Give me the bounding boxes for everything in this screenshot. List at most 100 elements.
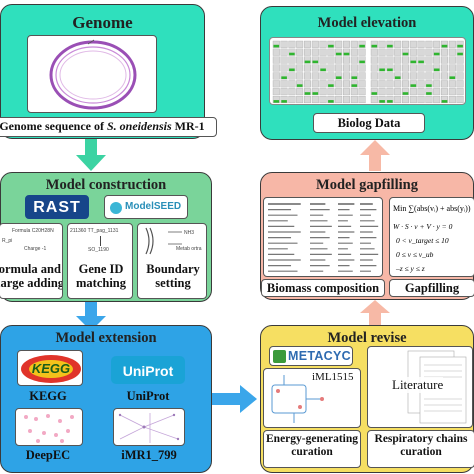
extension-panel: Model extension KEGG KEGG UniProt UniPro… [0,325,212,473]
biolog-well [343,80,350,88]
biolog-well [272,48,280,56]
biolog-well [402,56,409,64]
biolog-well [350,88,358,96]
biolog-well [280,64,288,72]
biolog-well [358,88,366,96]
biolog-growth-mark [359,44,365,48]
biolog-well [370,80,378,88]
biolog-growth-mark [457,44,463,48]
biolog-growth-mark [441,100,448,103]
biolog-growth-mark [371,44,378,48]
biolog-well [394,56,402,64]
biolog-well [327,64,335,72]
biolog-well [288,64,296,72]
biolog-well [319,64,327,72]
boundary-note-1: NH3 [184,230,195,236]
biolog-well [402,48,409,56]
biolog-well [296,40,304,48]
biolog-well [433,96,441,104]
deepec-label: DeepEC [25,448,71,462]
geneid-arrow [100,236,101,246]
biolog-well [304,80,311,88]
biolog-well [386,72,394,80]
biolog-well [335,96,343,104]
arrow-revise-to-gapfilling [360,300,390,325]
biolog-well [343,64,350,72]
biolog-well [280,40,288,48]
biolog-well [296,48,304,56]
arrow-construction-to-extension [76,302,106,331]
biolog-growth-mark [273,100,280,103]
revise-panel: Model revise METACYC iML1515 Energy-gene… [260,325,474,473]
biolog-well [343,40,350,48]
biolog-well [358,48,366,56]
biolog-well [343,96,350,104]
biolog-well [335,80,343,88]
genome-caption-species: S. oneidensis [106,119,172,133]
elevation-title: Model elevation [317,15,417,31]
genome-panel: Genome Genome sequence of S. oneidensis … [0,4,217,139]
biolog-growth-mark [387,100,393,103]
biolog-well [296,72,304,80]
imr-figure [113,408,185,446]
biolog-well [417,48,425,56]
genome-caption: Genome sequence of S. oneidensis MR-1 [0,117,217,137]
biolog-well [448,88,456,96]
construction-panel: Model construction RAST ModelSEED Formul… [0,172,212,302]
biolog-growth-mark [371,92,378,95]
biolog-growth-mark [394,76,401,79]
biolog-well [456,48,464,56]
biolog-well [280,72,288,80]
boundary-note-2: Metab ortra [176,246,202,252]
biolog-well [409,96,417,104]
geneid-card: 211360 TT_pag_1131 SO_1190 Gene ID match… [67,223,133,299]
genome-circle-map [27,35,157,113]
biolog-growth-mark [426,92,432,95]
biolog-growth-mark [289,52,295,56]
biolog-well [448,56,456,64]
biolog-well [327,40,335,48]
kegg-logo-text: KEGG [31,361,71,376]
biolog-well [433,56,441,64]
gapfilling-panel: Model gapfilling Biomass composition Min… [260,172,474,300]
biolog-well [394,80,402,88]
biolog-well [402,96,409,104]
biolog-well [441,64,448,72]
arrow-gapfilling-to-elevation [360,140,390,171]
biolog-well [425,56,433,64]
biolog-well [456,88,464,96]
biolog-well [394,64,402,72]
biolog-well [433,72,441,80]
biolog-well [417,96,425,104]
boundary-membrane-icon [145,227,182,255]
biolog-well [319,40,327,48]
biolog-well [386,40,394,48]
biolog-well [370,88,378,96]
biolog-well [280,88,288,96]
biolog-growth-mark [410,60,417,64]
biolog-well [288,56,296,64]
biolog-well [304,96,311,104]
biolog-well [370,96,378,104]
biolog-well [378,64,386,72]
geneid-note-2: SO_1190 [88,247,109,253]
biolog-well [378,72,386,80]
biolog-well [343,72,350,80]
arrow-genome-to-construction [76,139,106,171]
biolog-well [456,72,464,80]
biolog-well [425,72,433,80]
arrow-extension-to-revise [212,385,257,413]
extension-title: Model extension [55,330,157,346]
biolog-well [335,40,343,48]
genome-title: Genome [72,13,133,32]
biolog-growth-mark [426,84,432,87]
biolog-well [417,72,425,80]
biolog-well [448,40,456,48]
biolog-well [296,56,304,64]
biolog-growth-mark [304,92,311,95]
biolog-growth-mark [359,60,365,64]
biolog-well [402,80,409,88]
biolog-well [378,96,386,104]
biolog-well [319,80,327,88]
biolog-well [296,88,304,96]
